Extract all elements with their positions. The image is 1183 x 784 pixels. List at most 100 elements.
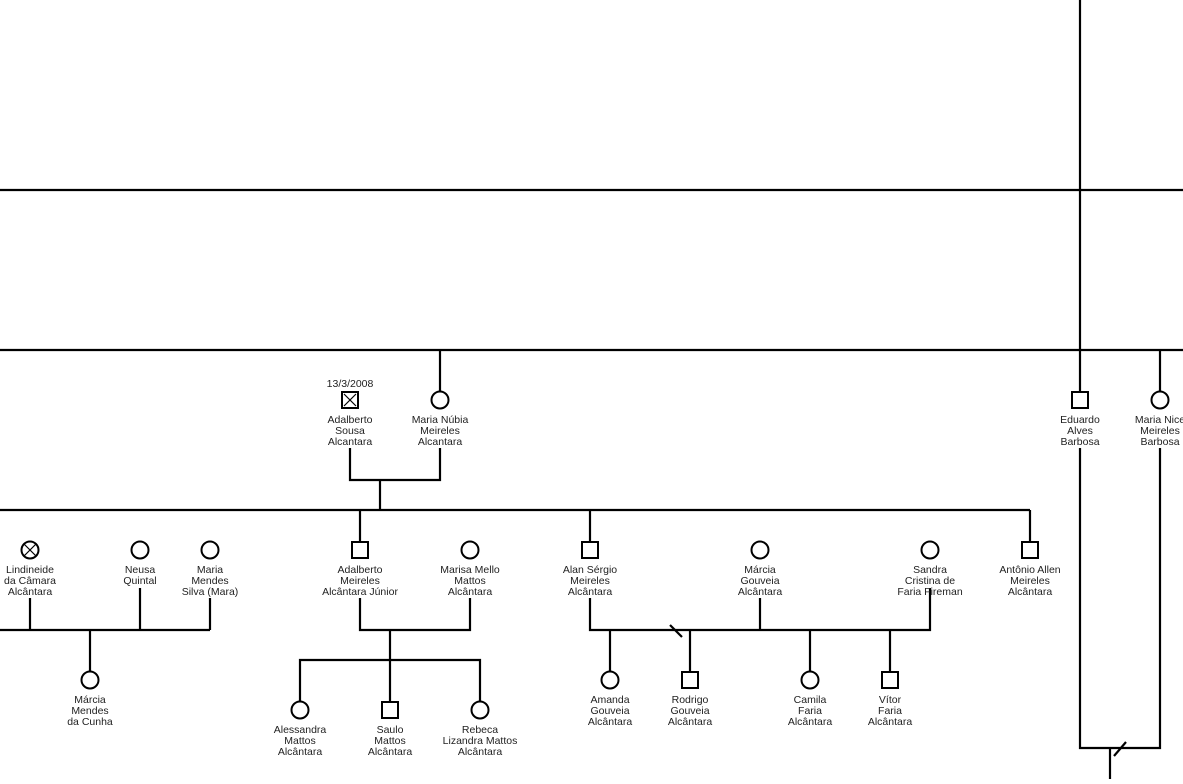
male-symbol (881, 671, 899, 689)
person-name-line: Meireles (1140, 425, 1180, 437)
person-name-line: Amanda (590, 694, 629, 706)
person-name-line: Marisa Mello (440, 564, 500, 576)
person-name-line: Rebeca (462, 724, 498, 736)
male-symbol (1071, 391, 1089, 409)
person-name-line: Alcantara (328, 436, 373, 448)
person-name-line: Faria (878, 705, 902, 717)
person-name-line: Alcântara (568, 586, 613, 598)
male-symbol (581, 541, 599, 559)
person-name-line: Mendes (191, 575, 228, 587)
person-date: 13/3/2008 (327, 378, 374, 390)
person-name-line: Alcântara Júnior (322, 586, 398, 598)
person-name-line: da Cunha (67, 716, 113, 728)
female-symbol (130, 540, 150, 560)
person-name-line: Alcântara (368, 746, 413, 758)
male-symbol (1021, 541, 1039, 559)
person-name-line: Silva (Mara) (182, 586, 239, 598)
person-name-line: Alan Sérgio (563, 564, 617, 576)
person-name-line: Meireles (420, 425, 460, 437)
divorce-mark-1 (669, 624, 683, 638)
couple-line-adalberto-jr-marisa (358, 598, 472, 632)
person-name-line: Meireles (1010, 575, 1050, 587)
person-name-line: Adalberto (338, 564, 383, 576)
person-name-line: Maria Nice (1135, 414, 1183, 426)
person-name-line: Quintal (123, 575, 156, 587)
person-name-line: Márcia (744, 564, 776, 576)
deceased-mark (23, 543, 37, 557)
female-symbol (460, 540, 480, 560)
person-name-line: Márcia (74, 694, 106, 706)
person-name-line: Lindineide (6, 564, 54, 576)
person-name-line: Alcântara (738, 586, 783, 598)
person-name-line: da Câmara (4, 575, 56, 587)
person-name-line: Gouveia (670, 705, 709, 717)
person-name-line: Barbosa (1140, 436, 1179, 448)
female-symbol (290, 700, 310, 720)
person-name-line: Mendes (71, 705, 108, 717)
female-symbol (470, 700, 490, 720)
person-name-line: Saulo (377, 724, 404, 736)
female-symbol (200, 540, 220, 560)
male-symbol (681, 671, 699, 689)
person-name-line: Alves (1067, 425, 1093, 437)
couple-line-eduardo-maria-nice (1078, 448, 1162, 750)
person-name-line: Vítor (879, 694, 902, 706)
female-symbol (430, 390, 450, 410)
person-name-line: Alcântara (588, 716, 633, 728)
person-name-line: Mattos (454, 575, 486, 587)
person-name-line: Gouveia (590, 705, 629, 717)
person-name-line: Adalberto (328, 414, 373, 426)
person-name-line: Eduardo (1060, 414, 1100, 426)
person-name-line: Alessandra (274, 724, 327, 736)
person-name-line: Cristina de (905, 575, 955, 587)
person-name-line: Faria (798, 705, 822, 717)
person-name-line: Alcântara (458, 746, 503, 758)
divorce-mark-2 (1113, 741, 1127, 757)
person-name-line: Rodrigo (672, 694, 709, 706)
couple-line-adalberto-maria-nubia (348, 448, 442, 482)
person-name-line: Sandra (913, 564, 947, 576)
person-name-line: Alcântara (448, 586, 493, 598)
person-name-line: Mattos (284, 735, 316, 747)
person-name-line: Alcântara (278, 746, 323, 758)
person-name-line: Sousa (335, 425, 365, 437)
person-name-line: Alcântara (868, 716, 913, 728)
person-name-line: Alcantara (418, 436, 463, 448)
person-name-line: Antônio Allen (999, 564, 1060, 576)
male-symbol (351, 541, 369, 559)
